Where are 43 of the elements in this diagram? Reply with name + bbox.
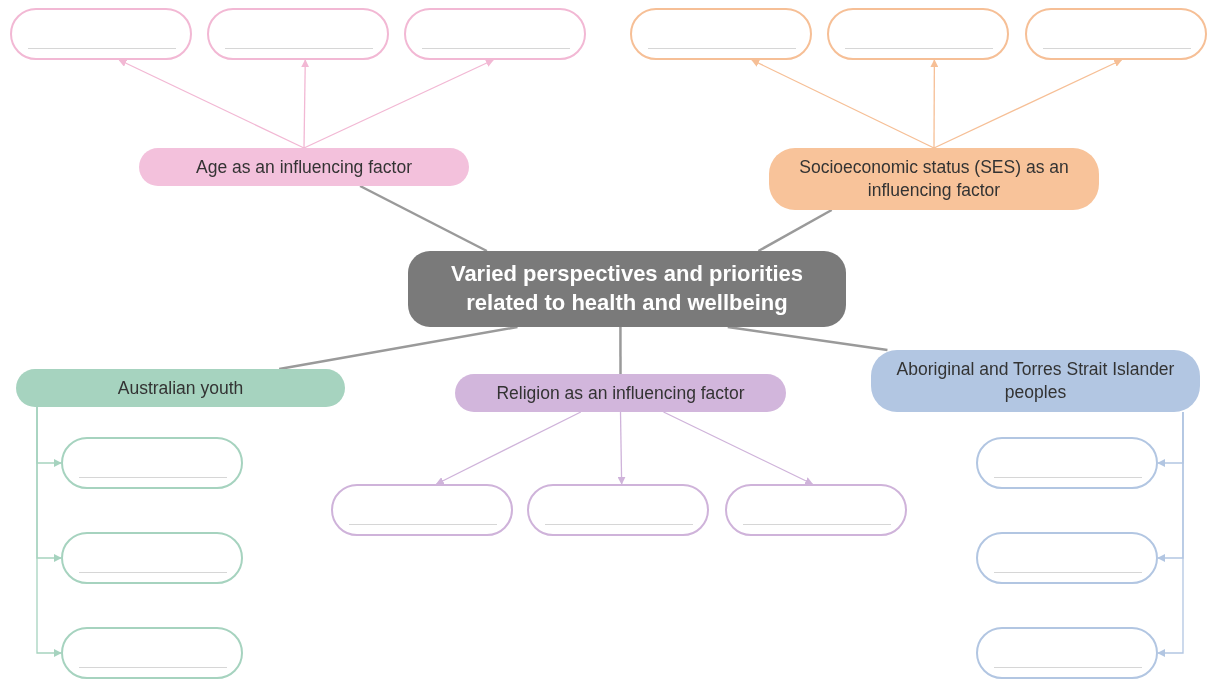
answer-box [527, 484, 709, 536]
answer-box [331, 484, 513, 536]
arrow [751, 59, 935, 149]
central-topic [408, 251, 846, 327]
answer-box [976, 532, 1158, 584]
answer-box [976, 627, 1158, 679]
answer-box [61, 532, 243, 584]
connector-line [727, 325, 888, 352]
topic-pill [455, 374, 786, 412]
arrow [1157, 411, 1184, 657]
answer-box [630, 8, 812, 60]
topic-pill [139, 148, 469, 186]
topic-pill [16, 369, 345, 407]
topic-label: Australian youth [117, 376, 244, 400]
arrow [662, 411, 814, 485]
answer-box [1025, 8, 1207, 60]
arrow [435, 411, 582, 485]
topic-label: Varied perspectives and priorities related to health and wellbeing [449, 260, 805, 317]
arrow [617, 411, 626, 485]
connector-line [359, 184, 488, 253]
connector-line [619, 327, 622, 374]
answer-box [827, 8, 1009, 60]
topic-label: Religion as an influencing factor [496, 381, 745, 405]
answer-box [61, 627, 243, 679]
arrow [303, 59, 494, 149]
topic-label: Aboriginal and Torres Strait Islander peoples [895, 358, 1176, 404]
answer-box [207, 8, 389, 60]
answer-box [61, 437, 243, 489]
topic-label: Age as an influencing factor [196, 155, 412, 179]
connector-line [279, 325, 518, 371]
answer-box [404, 8, 586, 60]
arrow [933, 59, 1123, 149]
topic-pill [871, 350, 1200, 412]
topic-label: Socioeconomic status (SES) as an influencing factor [798, 156, 1070, 202]
connector-line [757, 208, 833, 253]
arrow [301, 59, 310, 149]
arrow [118, 59, 305, 149]
answer-box [10, 8, 192, 60]
arrow [930, 59, 939, 149]
topic-pill [769, 148, 1099, 210]
answer-box [725, 484, 907, 536]
answer-box [976, 437, 1158, 489]
arrow [36, 406, 62, 657]
